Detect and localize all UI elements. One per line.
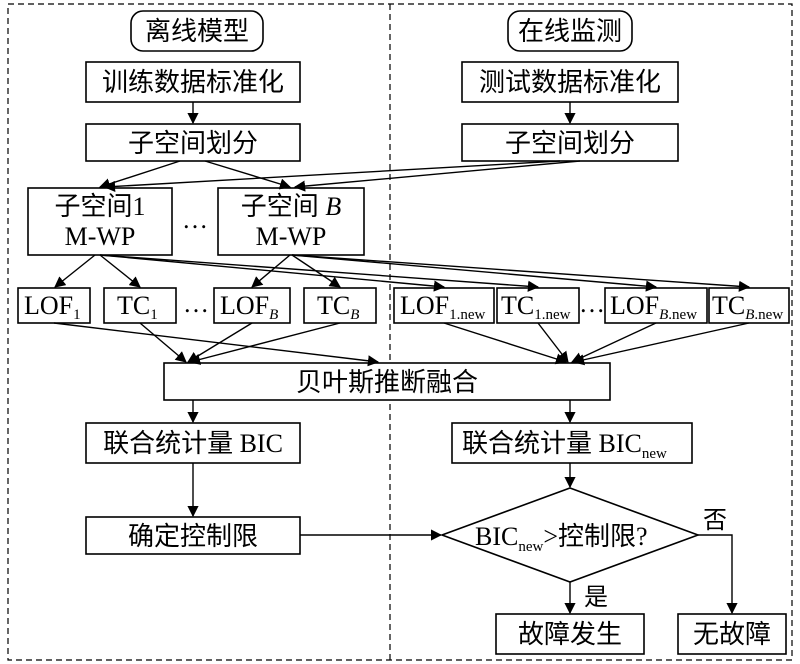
edge-tc1new-to-fusion [537, 322, 569, 363]
fault-occurred-node: 故障发生 [495, 613, 645, 655]
edge-tcBnew-to-fusion [572, 322, 750, 366]
tc-1-new-label: TC1.new [501, 291, 571, 323]
edges [53, 102, 751, 615]
lof-b-label: LOFB [220, 291, 278, 323]
lof-1-label: LOF1 [24, 291, 81, 323]
edge-subspace1-to-tc1 [99, 254, 141, 288]
edge-subspaceB-to-lofBnew [291, 254, 658, 292]
bayesian-fusion-node: 贝叶斯推断融合 [163, 362, 611, 401]
tc-b-label: TCB [317, 291, 359, 323]
decision-node: BICnew>控制限? [439, 487, 701, 583]
edge-subspaceB-to-tcBnew [291, 254, 751, 292]
tc-1-label: TC1 [117, 291, 158, 323]
outer-dashed-frame [7, 3, 793, 661]
test-normalization-label: 测试数据标准化 [479, 68, 661, 97]
edge-subspace1-to-lof1new [99, 254, 446, 292]
train-normalization-node: 训练数据标准化 [85, 61, 301, 103]
yes-edge-label: 是 [584, 585, 608, 611]
tc-b-node: TCB [303, 287, 377, 324]
lof-1-new-label: LOF1.new [400, 291, 486, 323]
no-edge-label: 否 [703, 508, 727, 534]
tc-1-new-node: TC1.new [496, 287, 580, 324]
tc-b-new-label: TCB.new [712, 291, 783, 323]
no-fault-label: 无故障 [693, 620, 771, 649]
lof-1-node: LOF1 [17, 287, 91, 324]
edge-decision-no [698, 534, 738, 615]
test-normalization-node: 测试数据标准化 [461, 61, 679, 103]
tc-b-new-node: TCB.new [708, 287, 790, 324]
subspace-ellipsis: … [182, 205, 208, 234]
lof-1-new-node: LOF1.new [393, 287, 495, 324]
offline-section-label: 离线模型 [145, 17, 249, 46]
control-limit-node: 确定控制限 [85, 516, 301, 555]
train-normalization-label: 训练数据标准化 [102, 68, 284, 97]
decision-label: BICnew>控制限? [475, 522, 648, 555]
bic-node: 联合统计量 BIC [85, 422, 301, 464]
bayesian-fusion-label: 贝叶斯推断融合 [296, 368, 478, 397]
tc-1-node: TC1 [103, 287, 177, 324]
no-fault-node: 无故障 [677, 613, 787, 655]
offline-section-title: 离线模型 [130, 10, 264, 52]
edge-lofB-to-fusion [187, 322, 253, 363]
online-section-title: 在线监测 [507, 10, 633, 52]
subspace-division-offline-label: 子空间划分 [128, 129, 258, 158]
edge-online-division-to-subspace1 [103, 160, 561, 193]
edge-online-division-to-subspaceB [293, 160, 581, 192]
subspace-b-node: 子空间 B M-WP [217, 187, 365, 256]
control-limit-label: 确定控制限 [128, 522, 258, 551]
subspace-1-node: 子空间1 M-WP [27, 187, 173, 256]
stat-ellipsis-offline: … [183, 289, 209, 318]
fault-occurred-label: 故障发生 [518, 620, 622, 649]
subspace-1-model: M-WP [65, 222, 136, 251]
bic-label: 联合统计量 BIC [103, 429, 283, 458]
lof-b-new-node: LOFB.new [604, 287, 708, 324]
edge-subspace1-to-tc1new [99, 254, 540, 292]
edge-division-to-subspaceB [204, 160, 292, 190]
subspace-division-online-label: 子空间划分 [505, 129, 635, 158]
subspace-division-online-node: 子空间划分 [461, 123, 679, 162]
edge-subspace1-to-lof1 [54, 254, 96, 288]
lof-b-node: LOFB [213, 287, 291, 324]
edge-lof1-to-fusion [53, 322, 380, 367]
stat-ellipsis-online: … [579, 289, 605, 318]
edge-tcB-to-fusion [188, 322, 341, 365]
subspace-b-title: 子空间 B [241, 192, 342, 221]
online-section-label: 在线监测 [518, 17, 622, 46]
subspace-b-model: M-WP [256, 222, 327, 251]
bic-new-label: 联合统计量 BICnew [462, 429, 667, 462]
edge-lofBnew-to-fusion [570, 322, 657, 363]
edge-tc1-to-fusion [139, 322, 187, 363]
bic-new-node: 联合统计量 BICnew [451, 422, 693, 464]
subspace-1-title: 子空间1 [54, 192, 145, 221]
edge-lof1new-to-fusion [443, 322, 568, 365]
lof-b-new-label: LOFB.new [610, 291, 697, 323]
subspace-division-offline-node: 子空间划分 [85, 123, 301, 162]
